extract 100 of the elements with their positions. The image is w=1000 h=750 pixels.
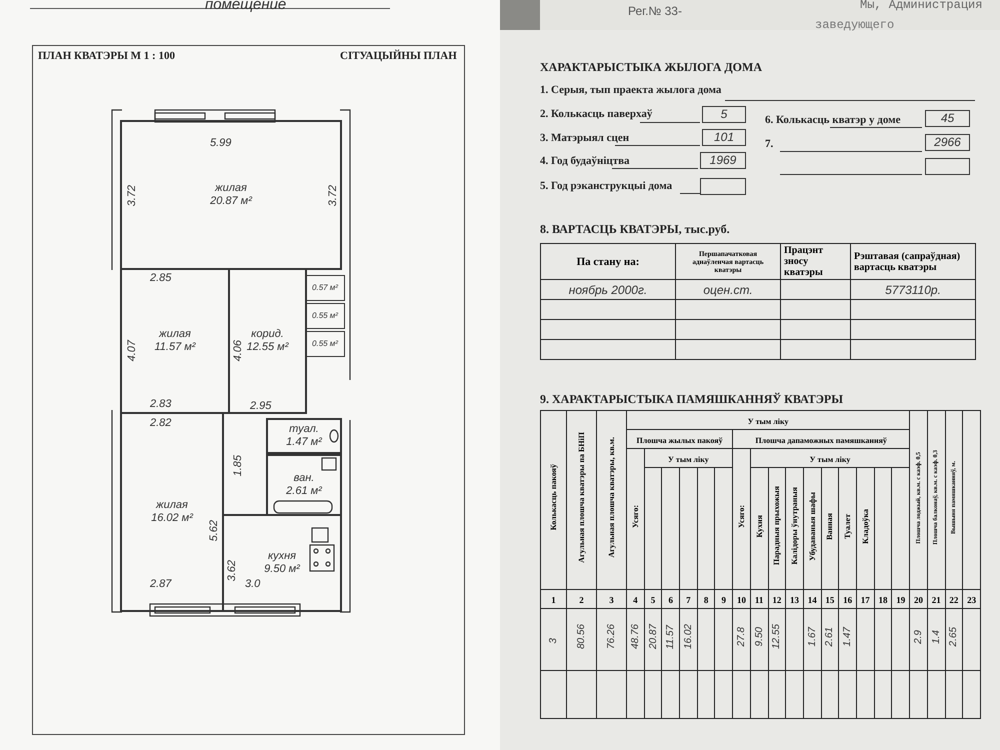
rotated-header: Убудаваныя шафы bbox=[808, 492, 817, 560]
handwritten-value: 2.9 bbox=[913, 630, 924, 644]
room-outline bbox=[120, 120, 342, 270]
dimension-label: 3.72 bbox=[327, 185, 339, 206]
area-label: 0.55 м² bbox=[312, 339, 338, 349]
column-number: 15 bbox=[825, 595, 834, 605]
section-heading: 8. ВАРТАСЦЬ КВАТЭРЫ, тыс.руб. bbox=[540, 222, 730, 237]
dimension-label: 2.95 bbox=[250, 400, 272, 412]
typed-note: Мы, Администрация bbox=[860, 0, 982, 12]
field-label: 6. Колькасць кватэр у доме bbox=[765, 114, 901, 126]
dimension-label: 1.85 bbox=[232, 455, 244, 476]
section-heading: 9. ХАРАКТАРЫСТЫКА ПАМЯШКАННЯЎ КВАТЭРЫ bbox=[540, 392, 843, 407]
handwritten-value: 27.8 bbox=[736, 627, 747, 647]
handwritten-value: 16.02 bbox=[682, 624, 694, 650]
header-cell: У тым ліку bbox=[668, 455, 709, 464]
room-outline bbox=[222, 514, 342, 612]
room-name: корид. bbox=[251, 328, 284, 341]
handwritten-value: 12.55 bbox=[771, 624, 782, 650]
dimension-label: 2.82 bbox=[150, 417, 172, 429]
column-number: 14 bbox=[808, 595, 817, 605]
room-outline bbox=[305, 275, 345, 301]
rotated-header: Усяго: bbox=[630, 505, 640, 528]
handwritten-value: 1.67 bbox=[806, 627, 818, 647]
handwritten-value: 48.76 bbox=[630, 624, 641, 650]
area-label: 1.47 м² bbox=[286, 436, 322, 449]
column-number: 8 bbox=[704, 595, 708, 605]
field-label: 3. Матэрыял сцен bbox=[540, 132, 630, 144]
area-label: 9.50 м² bbox=[264, 563, 300, 576]
column-number: 5 bbox=[650, 595, 656, 605]
rotated-header: Усяго: bbox=[736, 505, 746, 528]
room-outline bbox=[228, 268, 307, 414]
room-outline bbox=[266, 418, 342, 454]
area-label: 0.55 м² bbox=[312, 311, 338, 321]
room-outline bbox=[305, 303, 345, 329]
dimension-label: 4.07 bbox=[126, 340, 138, 362]
header-cell: Плошча дапаможных памяшканняў bbox=[755, 436, 887, 445]
rotated-header: Кладоўка bbox=[860, 508, 870, 544]
room-outline bbox=[266, 454, 342, 516]
handwritten-value: 20.87 bbox=[648, 624, 659, 650]
handwritten-value: 1.4 bbox=[930, 630, 942, 644]
area-label: 0.57 м² bbox=[312, 283, 338, 293]
column-number: 20 bbox=[914, 595, 924, 605]
dimension-label: 3.62 bbox=[226, 560, 238, 582]
column-number: 22 bbox=[949, 595, 958, 605]
handwritten-value: 5773110р. bbox=[885, 282, 941, 296]
field-label: 7. bbox=[765, 138, 774, 150]
area-label: 11.57 м² bbox=[154, 341, 196, 354]
column-number: 4 bbox=[633, 595, 638, 605]
room-name: кухня bbox=[268, 550, 296, 563]
room-outline bbox=[305, 331, 345, 357]
column-number: 1 bbox=[551, 595, 556, 605]
header-cell-text: Працэнт зносу кватэры bbox=[783, 244, 824, 278]
column-number: 23 bbox=[967, 595, 976, 605]
column-number: 3 bbox=[609, 595, 614, 605]
column-number: 11 bbox=[754, 595, 764, 605]
column-number: 6 bbox=[668, 595, 673, 605]
header-cell: У тым ліку bbox=[810, 455, 850, 464]
room-name: жилая bbox=[156, 499, 188, 512]
column-number: 9 bbox=[722, 595, 726, 605]
field-label: 2. Колькасць паверхаў bbox=[540, 108, 652, 120]
dimension-label: 2.85 bbox=[150, 272, 172, 284]
header-cell: У тым ліку bbox=[748, 417, 788, 426]
handwritten-value: 11.57 bbox=[665, 624, 676, 650]
field-label: 1. Серыя, тып праекта жылога дома bbox=[540, 84, 722, 96]
room-name: жилая bbox=[215, 182, 247, 195]
column-number: 21 bbox=[932, 595, 941, 605]
handwritten-value: оцен.ст. bbox=[703, 282, 753, 296]
plan-heading: ПЛАН КВАТЭРЫ М 1 : 100 bbox=[38, 50, 175, 62]
handwritten-value: 9.50 bbox=[754, 627, 765, 647]
rotated-header: Туалет bbox=[843, 514, 852, 538]
rotated-header: Колькасць пакояў bbox=[549, 464, 558, 531]
handwritten-value: 2.65 bbox=[948, 627, 960, 647]
header-cell: Плошча жылых пакояў bbox=[636, 436, 723, 445]
area-label: 2.61 м² bbox=[286, 485, 322, 498]
column-number: 2 bbox=[579, 595, 584, 605]
room-name: туал. bbox=[289, 423, 319, 436]
room-name: ван. bbox=[294, 472, 314, 485]
room-outline bbox=[120, 412, 224, 612]
area-label: 16.02 м² bbox=[151, 512, 193, 525]
field-label: 5. Год рэканструкцыі дома bbox=[540, 180, 672, 192]
answer-box: 1969 bbox=[700, 152, 746, 169]
dimension-label: 2.87 bbox=[150, 578, 172, 590]
column-number: 12 bbox=[772, 595, 782, 605]
column-number: 18 bbox=[878, 595, 888, 605]
area-label: 12.55 м² bbox=[246, 341, 288, 354]
rotated-header: Агульная плошча кватэры, кв.м. bbox=[607, 437, 616, 558]
dimension-label: 5.99 bbox=[210, 137, 232, 149]
field-label: 4. Год будаўніцтва bbox=[540, 155, 630, 167]
column-number: 7 bbox=[686, 595, 691, 605]
rotated-header: Парадныя прыхожыя bbox=[772, 486, 782, 566]
dimension-label: 3.0 bbox=[245, 578, 260, 590]
answer-box: 101 bbox=[702, 129, 746, 146]
handwritten-value: 2.61 bbox=[824, 627, 836, 647]
dimension-label: 5.62 bbox=[208, 520, 220, 542]
area-label: 20.87 м² bbox=[210, 195, 252, 208]
answer-box: 5 bbox=[702, 106, 746, 123]
room-name: жилая bbox=[159, 328, 191, 341]
rotated-header: Агульная плошча кватэры па БНіП bbox=[577, 432, 586, 563]
dimension-label: 4.06 bbox=[232, 340, 244, 362]
typed-note: заведующего bbox=[815, 18, 894, 32]
